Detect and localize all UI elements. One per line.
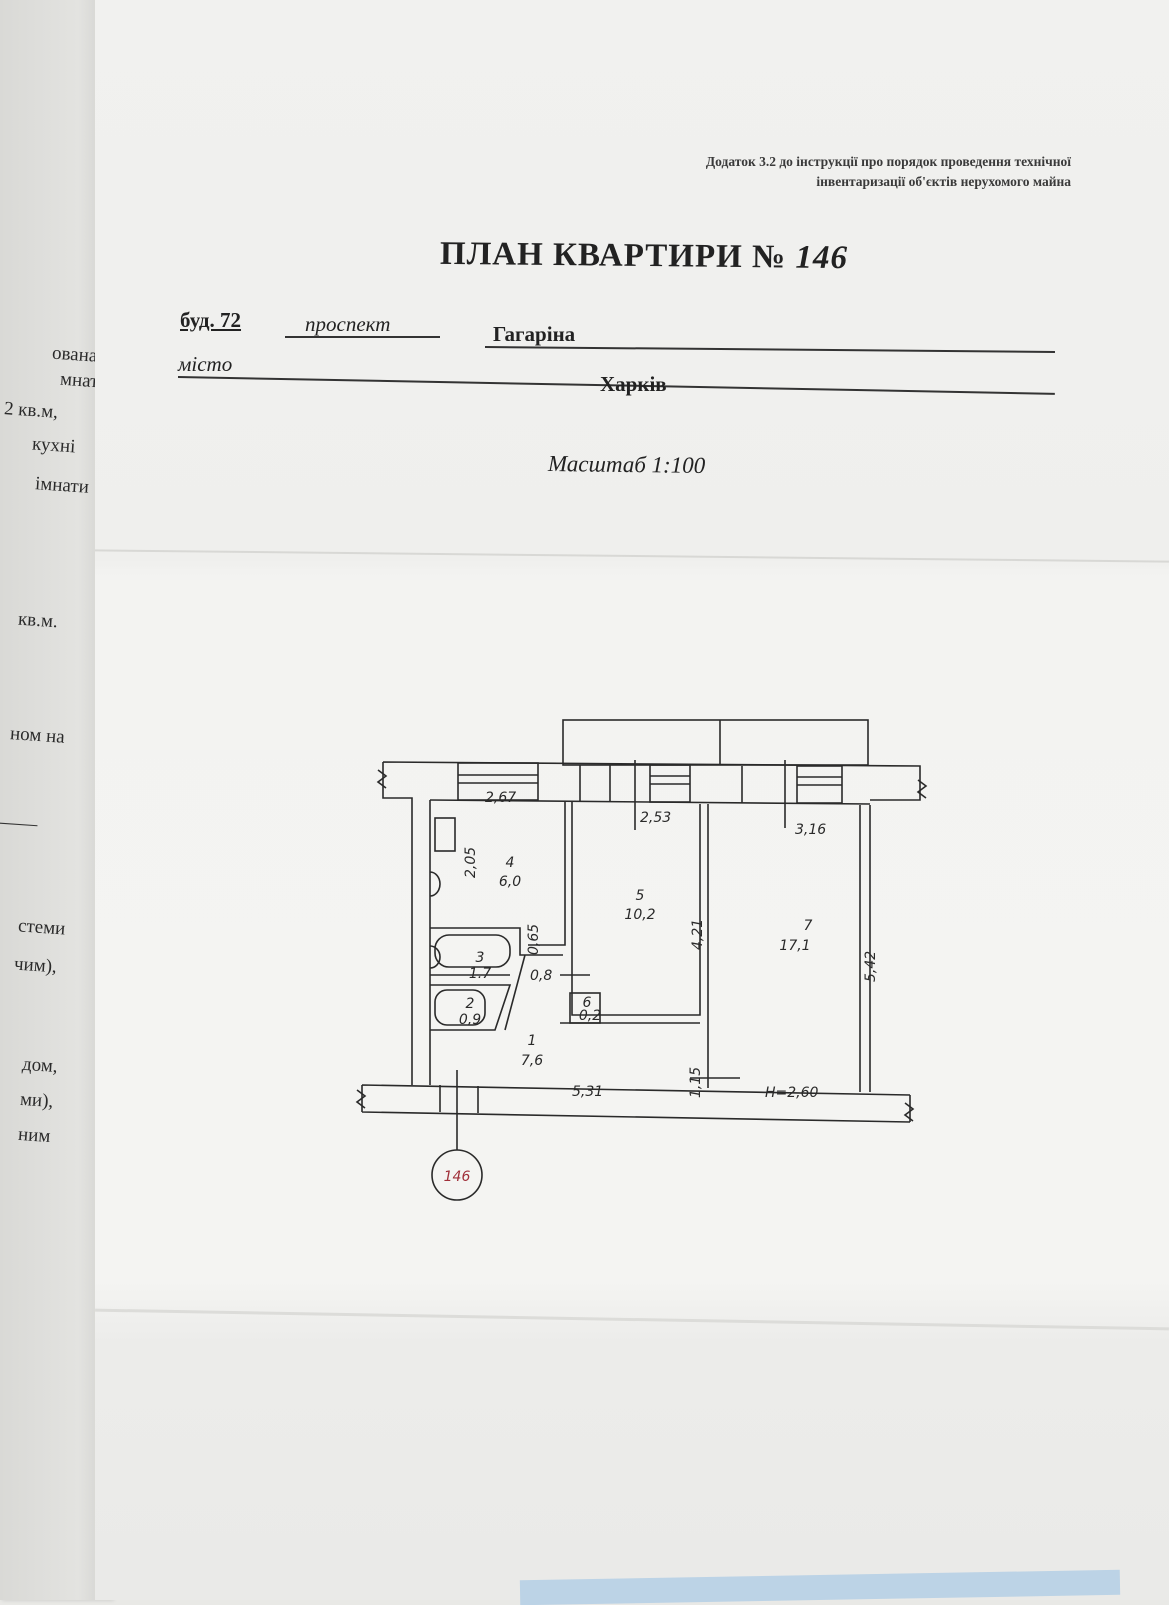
dim-bath-gap: 0,65 xyxy=(526,924,542,955)
wall-break-icon xyxy=(903,1102,915,1122)
toilet-icon xyxy=(434,989,486,1026)
room-4-number: 4 xyxy=(506,855,515,871)
room-3-number: 3 xyxy=(476,950,485,966)
dim-corridor-width: 1,15 xyxy=(688,1067,704,1098)
apartment-marker xyxy=(431,1149,483,1201)
appendix-line: Додаток 3.2 до інструкції про порядок пр… xyxy=(705,154,1071,169)
appendix-note: Додаток 3.2 до інструкції про порядок пр… xyxy=(706,152,1071,192)
underline xyxy=(285,336,440,338)
balcony xyxy=(562,719,869,766)
dim-room7-depth: 5,42 xyxy=(863,951,879,982)
street-type: проспект xyxy=(305,312,391,336)
window xyxy=(796,765,843,804)
building-number: буд. 72 xyxy=(180,308,242,332)
document-sheet xyxy=(95,0,1169,1600)
outer-wall xyxy=(382,761,921,1085)
dim-passage: 0,8 xyxy=(530,968,552,984)
street-name: Гагаріна xyxy=(493,322,576,346)
dim-room5-depth: 4,21 xyxy=(690,919,706,950)
room-6-area: 0,2 xyxy=(579,1008,601,1024)
apartment-marker-number: 146 xyxy=(444,1169,471,1185)
window xyxy=(457,762,539,801)
dim-room7-width: 3,16 xyxy=(795,822,826,838)
room-2-area: 0,9 xyxy=(459,1012,481,1028)
wall-break-icon xyxy=(355,1089,367,1109)
room-6-number: 6 xyxy=(583,995,592,1011)
room-1-area: 7,6 xyxy=(521,1053,543,1069)
room-7-area: 17,1 xyxy=(779,938,810,954)
partition-wall xyxy=(528,802,709,1088)
right-wall xyxy=(859,805,871,1092)
window xyxy=(649,764,691,803)
closet-6 xyxy=(569,992,601,1024)
wall-break-icon xyxy=(916,779,928,799)
dim-corridor-length: 5,31 xyxy=(572,1084,603,1100)
room-5-number: 5 xyxy=(636,888,645,904)
room-4-area: 6,0 xyxy=(499,874,521,890)
room-3-area: 1.7 xyxy=(469,966,491,982)
bathtub-icon xyxy=(434,934,511,968)
room-7-number: 7 xyxy=(804,918,813,934)
ceiling-height: H=2,60 xyxy=(765,1085,819,1101)
bottom-wall xyxy=(361,1084,911,1123)
appendix-line: інвентаризації об'єктів нерухомого майна xyxy=(816,174,1071,189)
dim-kitchen-width: 2,67 xyxy=(485,790,516,806)
stove-icon xyxy=(434,817,456,852)
bathroom-walls xyxy=(430,927,563,1031)
room-1-number: 1 xyxy=(528,1033,537,1049)
dim-kitchen-depth: 2,05 xyxy=(463,847,479,878)
city-name: Харків xyxy=(600,372,667,396)
wall-break-icon xyxy=(376,769,388,789)
washbasin-icon xyxy=(429,945,441,969)
city-label: місто xyxy=(178,352,233,376)
dim-room5-width: 2,53 xyxy=(640,810,671,826)
room-2-number: 2 xyxy=(466,996,475,1012)
room-5-area: 10,2 xyxy=(624,907,655,923)
adjacent-page: ована на мнат 2 кв.м, кухні імнати кв.м.… xyxy=(0,0,121,1600)
sink-icon xyxy=(429,871,441,897)
